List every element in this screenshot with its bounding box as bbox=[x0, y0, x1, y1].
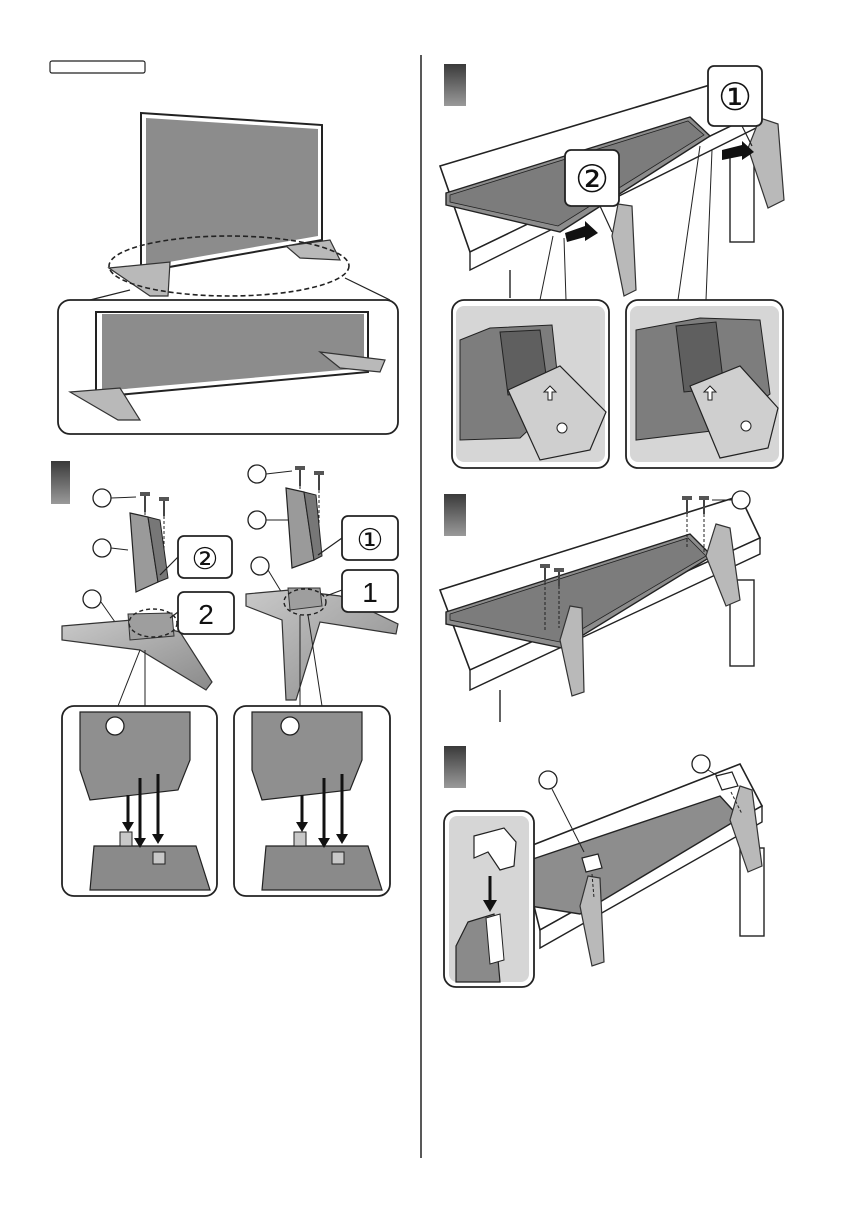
step-marker-insert bbox=[444, 64, 466, 106]
detail-box-left bbox=[62, 706, 217, 896]
callout-num1-left: 1 bbox=[362, 577, 378, 608]
cover-detail-box bbox=[444, 811, 534, 987]
bracket-assembly-left: ② 2 bbox=[62, 489, 234, 706]
tv-assembled-overview bbox=[90, 113, 390, 300]
callout-num2-left: 2 bbox=[198, 599, 214, 630]
label-tag bbox=[50, 61, 145, 73]
screw-icon bbox=[159, 497, 169, 516]
zoom-detail-box bbox=[58, 300, 398, 434]
tv-on-table-insert: ① ② bbox=[440, 66, 784, 300]
insert-detail-left bbox=[452, 300, 609, 468]
screw-icon bbox=[295, 466, 305, 486]
cover-piece bbox=[582, 854, 602, 872]
tv-on-table-screw bbox=[440, 491, 760, 722]
bracket-assembly-right: ① 1 bbox=[246, 465, 398, 706]
screw-icon bbox=[314, 471, 324, 490]
screw-icon bbox=[140, 492, 150, 512]
insert-detail-right bbox=[626, 300, 783, 468]
step-marker-cover bbox=[444, 746, 466, 788]
step-marker-screw bbox=[444, 494, 466, 536]
callout-circ2-right: ② bbox=[575, 159, 609, 201]
callout-circ2-left: ② bbox=[192, 543, 219, 576]
callout-circ1-right: ① bbox=[718, 77, 752, 119]
callout-circ1-left: ① bbox=[357, 524, 384, 557]
detail-box-right bbox=[234, 706, 390, 896]
tv-on-table-cover bbox=[520, 755, 764, 966]
step-marker-bracket bbox=[51, 461, 70, 504]
